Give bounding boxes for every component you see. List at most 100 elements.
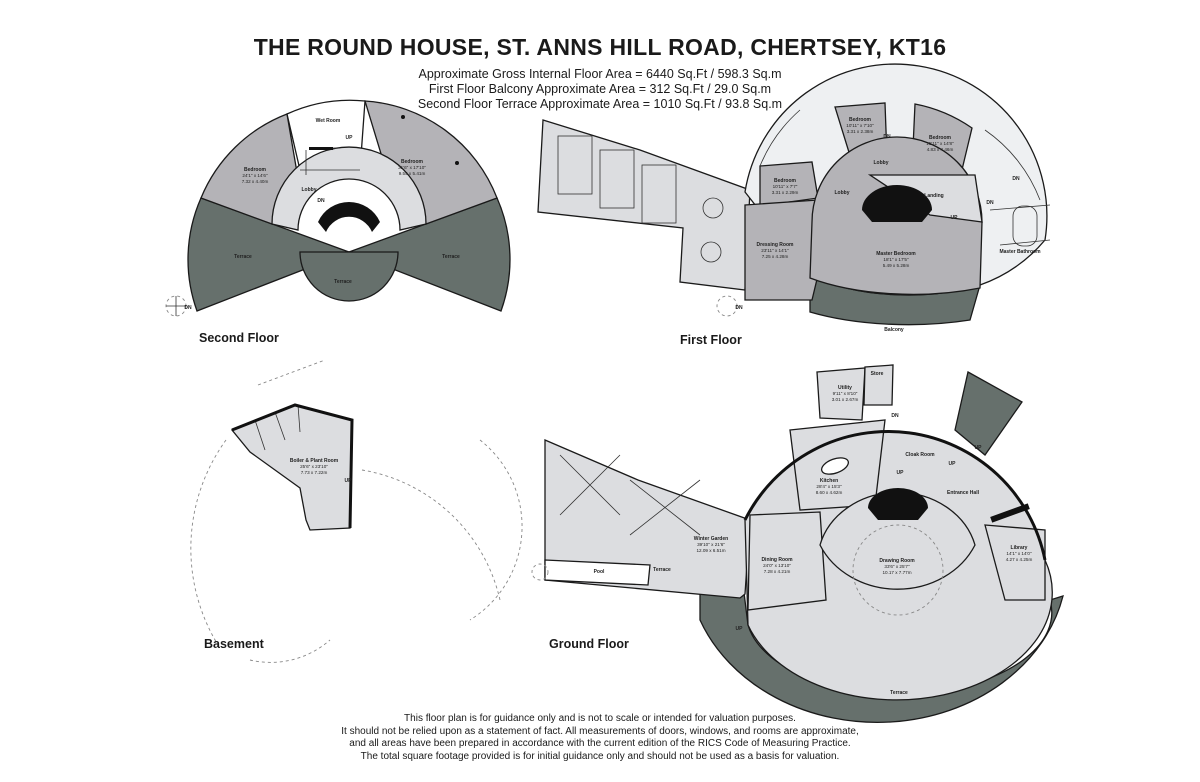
label-first-lobby-top: Lobby <box>874 160 889 166</box>
first-winter-garden-roof <box>537 119 751 291</box>
label-utility: Utility <box>838 385 852 391</box>
disclaimer-line: It should not be relied upon as a statem… <box>341 725 859 737</box>
label-first-bedroom-top: Bedroom <box>849 117 872 123</box>
second-terrace-center <box>299 251 399 302</box>
dim-metric: 3.31 x 2.38m <box>847 129 874 134</box>
dim-imperial: 23'11" x 14'1" <box>761 248 789 253</box>
first-floor-plan: Bedroom 10'11" x 7'10" 3.31 x 2.38m Bedr… <box>537 63 1051 333</box>
label-cloak-room: Cloak Room <box>905 452 935 458</box>
label-second-bedroom-left: Bedroom <box>244 167 267 173</box>
ground-store <box>863 364 894 406</box>
second-terrace-left <box>187 197 351 312</box>
dim-metric: 7.28 x 4.21m <box>764 569 791 574</box>
label-terrace-main: Terrace <box>890 690 908 696</box>
dim-imperial: 9'11" x 8'10" <box>833 391 858 396</box>
dim-metric: 3.01 x 2.67m <box>832 397 859 402</box>
ground-drawing-room <box>819 491 976 590</box>
disclaimer-line: The total square footage provided is for… <box>360 750 840 762</box>
dim-imperial: 24'0" x 13'10" <box>763 563 791 568</box>
dim-imperial: 15'11" x 14'8" <box>926 141 954 146</box>
dim-imperial: 28'4" x 15'3" <box>816 484 842 489</box>
dim-imperial: 24'1" x 14'6" <box>242 173 268 178</box>
label-master-bathroom: Master Bathroom <box>999 249 1041 255</box>
ground-ceiling-dome <box>852 524 944 616</box>
stair-up-label: UP <box>345 478 353 484</box>
label-second-lobby: Lobby <box>302 187 317 193</box>
label-winter-garden: Winter Garden <box>694 536 728 542</box>
dim-metric: 10.17 x 7.77m <box>882 570 911 575</box>
dim-imperial: 33'6" x 25'7" <box>884 564 910 569</box>
second-lobby <box>271 146 427 231</box>
stair-down-label: DN <box>317 198 325 204</box>
ground-stair-core <box>868 488 928 520</box>
dim-imperial: 39'10" x 21'6" <box>697 542 725 547</box>
stair-up-label: UP <box>951 215 959 221</box>
label-pool: Pool <box>594 569 605 575</box>
dim-imperial: 14'1" x 14'0" <box>1006 551 1032 556</box>
label-terrace-center: Terrace <box>334 279 352 285</box>
stair-up-label: UP <box>346 135 354 141</box>
label-first-lobby-left: Lobby <box>835 190 850 196</box>
ground-utility <box>816 367 866 421</box>
label-master-bedroom: Master Bedroom <box>876 251 916 257</box>
disclaimer: This floor plan is for guidance only and… <box>0 713 1200 763</box>
second-stair-core <box>318 201 380 232</box>
dim-imperial: 10'11" x 7'10" <box>846 123 874 128</box>
label-store: Store <box>871 371 884 377</box>
first-spiral-stair <box>716 295 738 317</box>
label-library: Library <box>1011 545 1028 551</box>
ground-library <box>984 524 1046 601</box>
basement-outline-dashed <box>190 359 523 663</box>
dim-metric: 5.49 x 5.28m <box>883 263 910 268</box>
stair-up-label: UP <box>736 626 744 632</box>
floor-label-basement: Basement <box>204 637 264 651</box>
basement-plan: Boiler & Plant Room 25'6" x 23'10" 7.73 … <box>190 359 523 663</box>
label-drawing-room: Drawing Room <box>879 558 915 564</box>
label-first-bedroom-left: Bedroom <box>774 178 797 184</box>
dim-metric: 4.83 x 4.46m <box>927 147 954 152</box>
label-dressing-room: Dressing Room <box>757 242 795 248</box>
label-balcony: Balcony <box>884 327 904 333</box>
dim-metric: 4.27 x 4.25m <box>1006 557 1033 562</box>
area-summary: Approximate Gross Internal Floor Area = … <box>0 67 1200 112</box>
dim-metric: 7.73 x 7.22m <box>301 470 328 475</box>
disclaimer-line: This floor plan is for guidance only and… <box>404 713 796 724</box>
dim-imperial: 25'6" x 23'10" <box>300 464 328 469</box>
stair-down-label: DN <box>986 200 994 206</box>
dim-imperial: 31'6" x 17'10" <box>398 165 426 170</box>
ground-pool <box>544 559 651 586</box>
label-kitchen: Kitchen <box>820 478 838 484</box>
dim-imperial: 10'11" x 7'7" <box>773 184 798 189</box>
dim-imperial: 18'1" x 17'5" <box>883 257 909 262</box>
first-stair-core <box>862 185 932 222</box>
label-second-bedroom-right: Bedroom <box>401 159 424 165</box>
stair-up-label: UP <box>949 461 957 467</box>
ground-spiral-stair <box>531 563 549 581</box>
floor-label-first: First Floor <box>680 333 742 347</box>
label-boiler-room: Boiler & Plant Room <box>290 458 339 464</box>
page-title: THE ROUND HOUSE, ST. ANNS HILL ROAD, CHE… <box>253 34 947 60</box>
stair-up-label: UP <box>975 445 983 451</box>
dim-metric: 12.09 x 6.51m <box>696 548 725 553</box>
stair-down-label: DN <box>883 134 891 140</box>
label-wet-room: Wet Room <box>316 118 341 124</box>
stair-down-label: DN <box>891 413 899 419</box>
floor-label-second: Second Floor <box>199 331 279 345</box>
terrace-area-line: Second Floor Terrace Approximate Area = … <box>417 97 783 111</box>
ground-floor-plan: Utility 9'11" x 8'10" 3.01 x 2.67m Store… <box>531 364 1064 724</box>
dim-metric: 7.32 x 4.40m <box>242 179 269 184</box>
balcony-area-line: First Floor Balcony Approximate Area = 3… <box>428 82 772 96</box>
ground-dining-room <box>747 511 827 611</box>
floor-label-ground: Ground Floor <box>549 637 629 651</box>
second-terrace-right <box>347 197 511 312</box>
label-dining-room: Dining Room <box>761 557 793 563</box>
label-terrace-right: Terrace <box>442 254 460 260</box>
dim-metric: 8.60 x 4.62m <box>816 490 843 495</box>
second-floor-plan: Wet Room Bedroom 24'1" x 14'6" 7.32 x 4.… <box>165 99 511 317</box>
spiral-down-label: DN <box>735 305 743 311</box>
dim-metric: 7.25 x 4.28m <box>762 254 789 259</box>
stair-up-label: UP <box>897 470 905 476</box>
disclaimer-line: and all areas have been prepared in acco… <box>349 738 851 749</box>
spiral-down-label: DN <box>184 305 192 311</box>
